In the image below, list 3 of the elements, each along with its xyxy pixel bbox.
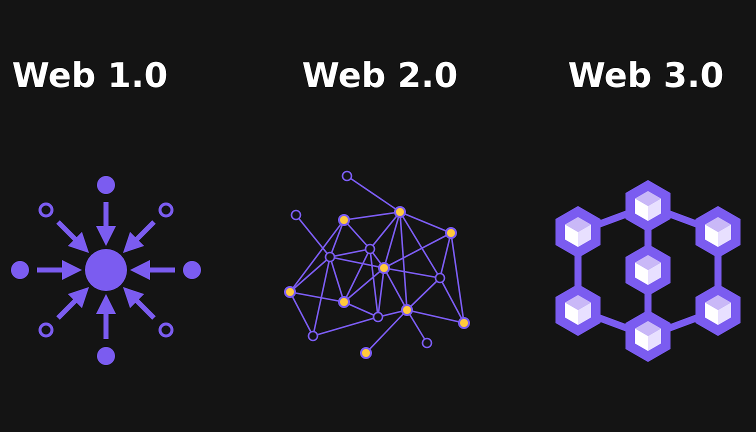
heading: Web 2.0 [302,56,458,96]
heading: Web 1.0 [12,56,168,96]
heading: Web 3.0 [568,56,724,96]
